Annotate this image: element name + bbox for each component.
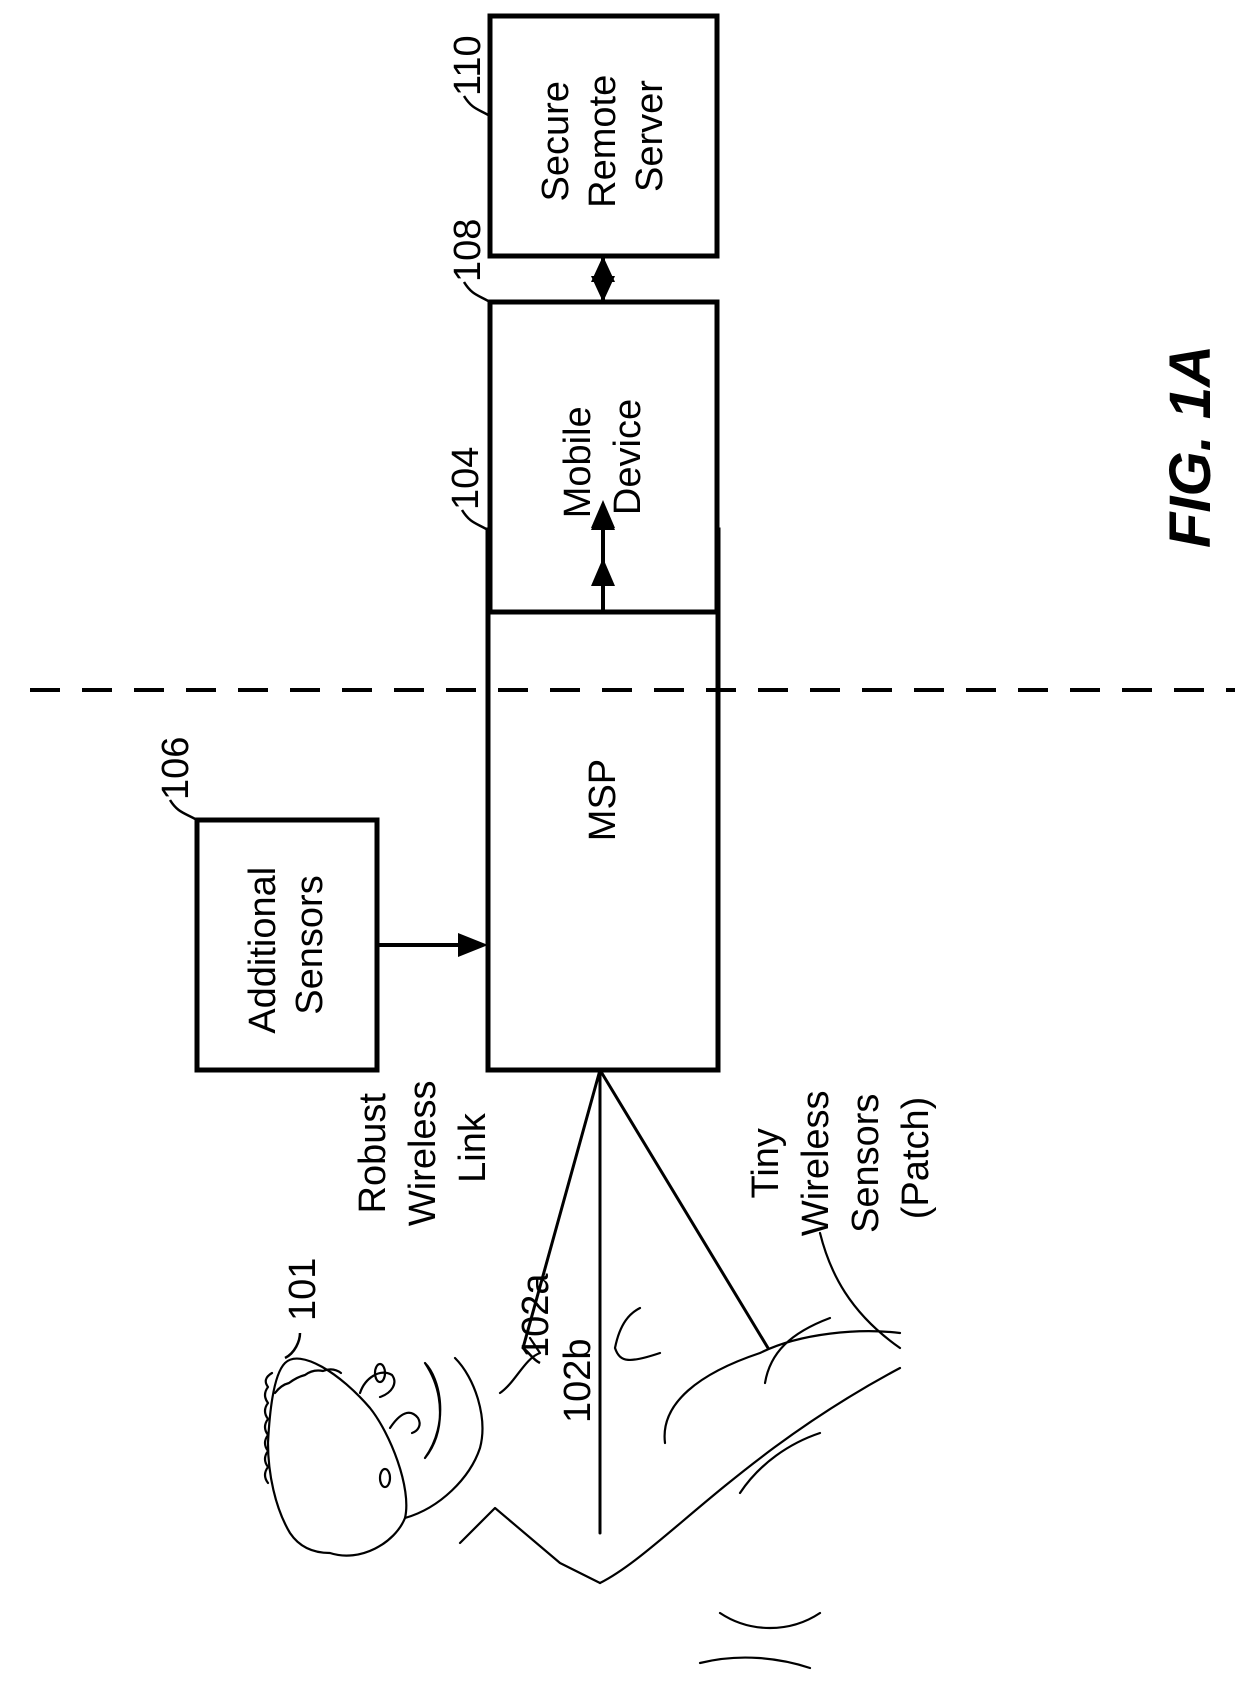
msp-label: MSP [582,759,624,841]
collar-left [460,1508,600,1583]
jaw [405,1358,482,1518]
shoulder-line [600,1368,900,1583]
ref-102b: 102b [557,1338,599,1423]
ref-104: 104 [445,447,487,510]
leader-106 [170,800,197,820]
arrowhead-sensors-to-msp [458,933,488,957]
figure-label: FIG. 1A [1158,345,1223,548]
tiny-sensors-caption: Tiny Wireless Sensors (Patch) [745,1080,937,1236]
person-illustration [265,1233,900,1668]
arm-line-1 [720,1613,820,1628]
ref-106: 106 [155,737,197,800]
secure-remote-server-label: Secure Remote Server [535,64,671,208]
leader-104 [462,510,488,530]
head-outline [268,1359,406,1556]
ref-110: 110 [447,35,489,96]
leader-101 [285,1333,300,1358]
mouth [425,1363,440,1458]
chest-fold [615,1308,660,1360]
nose [390,1413,420,1433]
leader-110 [464,96,490,116]
leader-108 [464,282,490,302]
ref-101: 101 [282,1258,324,1321]
ear [360,1373,394,1397]
ref-108: 108 [447,219,489,282]
arm-line-2 [700,1658,810,1668]
link-tiny-sensors [600,1070,768,1348]
additional-sensors-box [197,820,377,1070]
eye-left [380,1469,390,1487]
torso-fold [765,1318,830,1383]
robust-link-caption: Robust Wireless Link [352,1070,494,1226]
rotated-drawing: Additional Sensors MSP Mobile Device Sec… [30,16,1235,1668]
arrowhead-server-left [591,256,615,282]
